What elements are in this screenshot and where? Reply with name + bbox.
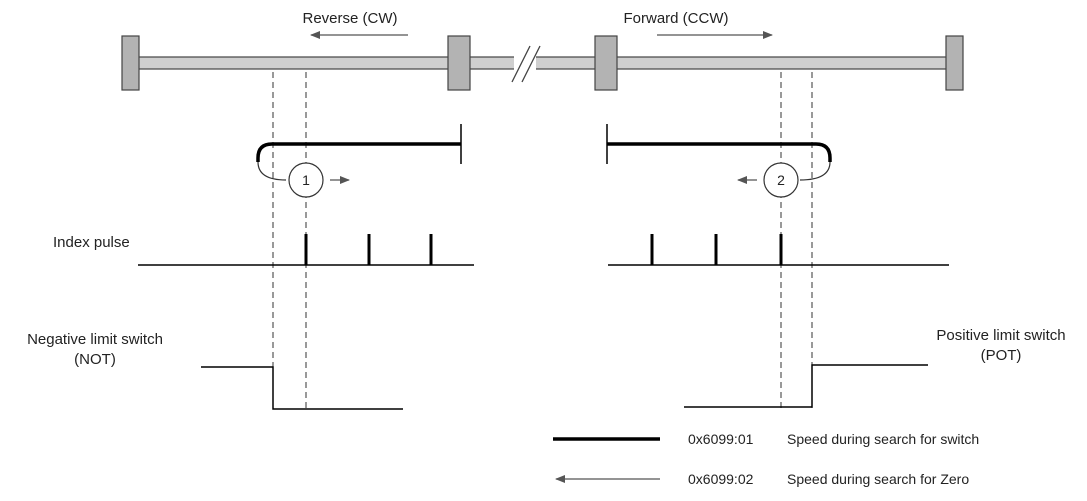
negative-limit-label-line2: (NOT) [74,351,116,368]
negative-limit-signal [201,366,403,410]
legend: 0x6099:01 Speed during search for switch… [553,431,979,487]
legend-item2-code: 0x6099:02 [688,471,754,487]
step-1-number: 1 [302,172,310,188]
homing-path-right [606,124,832,181]
rail-right [611,56,949,70]
homing-path-left [256,124,462,181]
index-pulse-signal-left [138,234,474,266]
step-2-marker: 2 [737,162,799,198]
legend-item2-desc: Speed during search for Zero [787,471,969,487]
reverse-direction-label: Reverse (CW) [302,10,397,27]
rail-end-block-right [945,35,964,91]
step-2-number: 2 [777,172,785,188]
rail-break-symbol [511,45,541,83]
rail-stop-block-right [594,35,618,91]
reference-lines [272,72,813,410]
negative-limit-label-line1: Negative limit switch [27,331,163,348]
rail-stop-block-left [447,35,471,91]
index-pulse-label: Index pulse [53,234,130,251]
rail-left [137,56,451,70]
step-1-marker: 1 [288,162,350,198]
positive-limit-signal [684,364,928,408]
legend-item1-desc: Speed during search for switch [787,431,979,447]
positive-limit-label-line2: (POT) [981,347,1022,364]
positive-limit-label-line1: Positive limit switch [936,327,1065,344]
forward-direction-label: Forward (CCW) [624,10,729,27]
rail-end-block-left [121,35,140,91]
index-pulse-signal-right [608,234,949,266]
legend-item1-code: 0x6099:01 [688,431,754,447]
